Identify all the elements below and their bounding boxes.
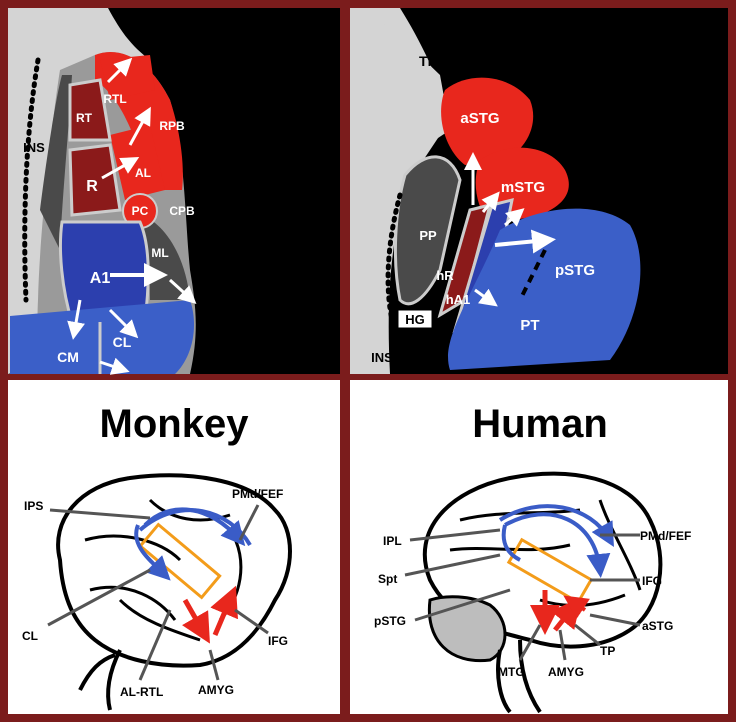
- label-rt: RT: [76, 111, 93, 125]
- human-arrow-ha1: [474, 288, 498, 307]
- label-r: R: [86, 178, 98, 195]
- monkey-brainstem2: [106, 649, 122, 711]
- label-brain-cl: CL: [22, 629, 38, 643]
- label-hg: HG: [405, 312, 425, 327]
- human-brainstem: [496, 649, 512, 714]
- monkey-brainstem: [78, 653, 116, 691]
- human-pstg-pt-area: [448, 208, 641, 370]
- human-cerebellum: [427, 595, 507, 663]
- human-tp-region: [380, 20, 450, 150]
- label-al-rtl: AL-RTL: [120, 685, 163, 699]
- label-ips: IPS: [24, 499, 43, 513]
- human-sulcus-dots: [385, 192, 413, 368]
- label-tp-brain: TP: [600, 644, 615, 658]
- human-auditory-map: aSTG mSTG PP hR hA1 pSTG PT TP HG INS: [350, 8, 728, 374]
- human-brain: IPL PMd/FEF Spt IFG pSTG aSTG MTG AMYG T…: [374, 471, 691, 714]
- label-amyg: AMYG: [198, 683, 234, 697]
- label-cpb: CPB: [169, 204, 195, 218]
- monkey-auditory-map: RT RTL RPB R AL PC CPB A1 ML CM CL INS: [8, 8, 340, 375]
- human-arrow-mstg: [481, 191, 500, 213]
- human-pt-dashes: [518, 249, 547, 301]
- label-amyg-human: AMYG: [548, 665, 584, 679]
- human-brainstem2: [518, 639, 542, 714]
- human-pp-area: [393, 155, 462, 306]
- monkey-ins-dark: [40, 75, 72, 250]
- human-orange-box: [506, 537, 594, 605]
- label-rpb: RPB: [159, 119, 185, 133]
- leader-ifg: [234, 608, 269, 635]
- leader-astg: [589, 613, 641, 627]
- monkey-arrow-bottom: [99, 357, 130, 375]
- monkey-rt-area: [68, 78, 112, 142]
- human-sulci: [449, 499, 642, 607]
- label-spt: Spt: [378, 572, 397, 586]
- human-blue-arrow-2: [504, 512, 611, 578]
- human-astg-area: [441, 77, 534, 165]
- monkey-arrow-cm: [67, 299, 85, 340]
- label-pstg: pSTG: [555, 262, 595, 279]
- label-ha1: hA1: [446, 292, 471, 307]
- label-ifg: IFG: [268, 634, 288, 648]
- label-al: AL: [135, 166, 151, 180]
- label-ifg-human: IFG: [642, 574, 662, 588]
- leader-amyg-human: [558, 629, 567, 661]
- leader-ips: [49, 508, 151, 520]
- leader-pmd: [238, 504, 260, 541]
- label-astg-brain: aSTG: [642, 619, 673, 633]
- human-title: Human: [472, 402, 608, 446]
- label-ipl: IPL: [383, 534, 402, 548]
- leader-al-rtl: [138, 609, 172, 681]
- monkey-arrow-rpb: [128, 106, 151, 146]
- label-pstg-brain: pSTG: [374, 614, 406, 628]
- label-pp: PP: [419, 228, 437, 243]
- label-a1: A1: [90, 270, 111, 287]
- monkey-arrow-cl: [108, 308, 139, 339]
- leader-spt: [404, 553, 501, 577]
- monkey-brain: IPS PMd/FEF CL IFG AL-RTL AMYG: [22, 473, 292, 711]
- human-arrow-pstg: [494, 229, 556, 254]
- leader-cl: [47, 568, 151, 627]
- monkey-arrow-rtl: [106, 57, 133, 84]
- label-mstg: mSTG: [501, 179, 545, 196]
- leader-pstg: [414, 588, 511, 622]
- human-red-arrow-3: [563, 595, 590, 619]
- label-pt: PT: [520, 317, 539, 334]
- label-cm: CM: [57, 349, 79, 365]
- hg-box: [397, 309, 433, 329]
- label-pmd-fef-human: PMd/FEF: [640, 529, 691, 543]
- label-rtl: RTL: [103, 92, 126, 106]
- monkey-red-arrow-2: [210, 585, 238, 636]
- human-arrow-mstg2: [504, 208, 525, 227]
- label-mtg: MTG: [498, 665, 525, 679]
- label-tp: TP: [419, 53, 437, 69]
- leader-mtg: [518, 624, 542, 661]
- label-ins-human: INS: [371, 350, 393, 365]
- label-ml: ML: [151, 246, 168, 260]
- label-cl: CL: [113, 334, 132, 350]
- label-ins: INS: [23, 140, 45, 155]
- monkey-r-area: [68, 143, 122, 217]
- label-astg: aSTG: [460, 110, 499, 127]
- human-blue-arrow-3: [501, 524, 521, 562]
- monkey-arrow-cpb: [168, 278, 197, 305]
- leader-tp-human: [574, 623, 601, 647]
- monkey-red-arrow-1: [182, 598, 210, 644]
- monkey-cm-cl-area: [10, 300, 195, 374]
- human-blue-arrow-1: [498, 504, 614, 547]
- monkey-arrow-al: [101, 157, 140, 180]
- label-pmd-fef: PMd/FEF: [232, 487, 283, 501]
- label-pc: PC: [132, 204, 149, 218]
- monkey-sulcus-dots: [22, 57, 41, 303]
- leader-amyg: [208, 649, 220, 681]
- label-hr: hR: [436, 268, 454, 283]
- monkey-title: Monkey: [99, 402, 249, 446]
- monkey-blue-arrow-3: [134, 524, 171, 581]
- leader-ipl: [409, 528, 501, 542]
